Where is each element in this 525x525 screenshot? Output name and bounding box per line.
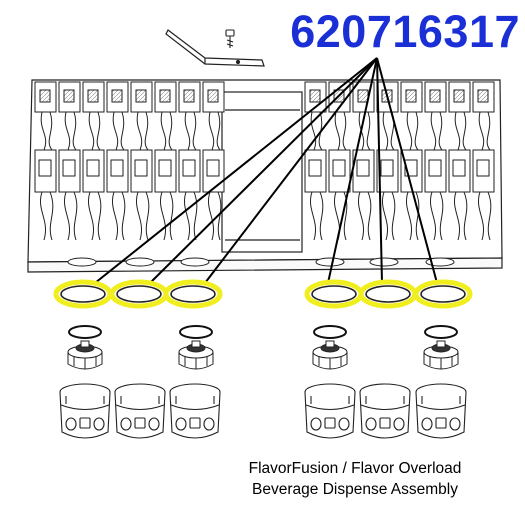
highlighted-o-rings: [53, 279, 470, 309]
mounting-bracket: [165, 29, 265, 67]
caption-line-1: FlavorFusion / Flavor Overload: [248, 460, 462, 477]
nozzle-cups: [59, 383, 467, 439]
diagram-caption: FlavorFusion / Flavor Overload Beverage …: [205, 458, 505, 500]
part-number-label: 620716317: [290, 6, 520, 57]
leader-lines: [94, 57, 438, 284]
valve-bank-left: [34, 81, 225, 241]
caption-line-2: Beverage Dispense Assembly: [252, 481, 458, 498]
screw: [225, 29, 235, 48]
small-o-rings: [68, 325, 458, 339]
nozzle-outlets: [67, 257, 455, 267]
nozzle-diffusers: [67, 340, 459, 370]
